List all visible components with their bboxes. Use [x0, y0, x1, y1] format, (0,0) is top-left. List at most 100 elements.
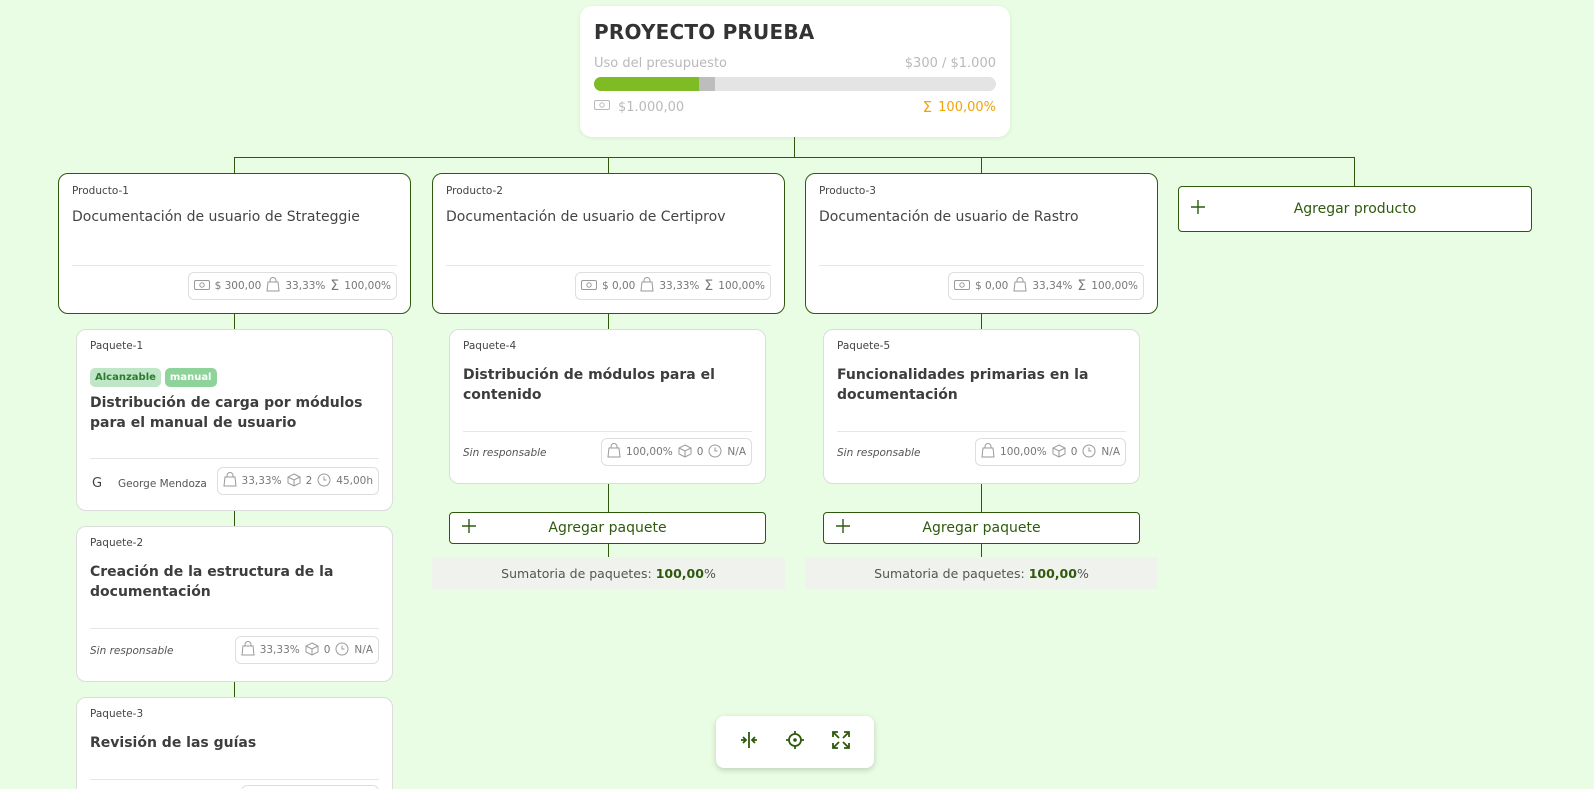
product-metrics: $ 0,00 33,34% Σ 100,00%: [947, 272, 1144, 300]
package-hours: N/A: [1101, 446, 1120, 458]
packages-sum-product-2: Sumatoria de paquetes: 100,00%: [432, 557, 785, 589]
project-sum-percent: 100,00%: [938, 99, 996, 115]
money-icon: [594, 99, 610, 115]
connector-pkg5: [981, 314, 982, 329]
responsible-label: Sin responsable: [837, 447, 921, 459]
weight-icon: [241, 641, 255, 659]
connector-pkg2: [234, 510, 235, 526]
product-amount: $ 0,00: [974, 280, 1009, 292]
package-code: Paquete-2: [90, 537, 144, 549]
weight-icon: [607, 443, 621, 461]
sum-value: 100,00: [1028, 565, 1077, 581]
package-count: 0: [323, 644, 331, 656]
clock-icon: [335, 642, 349, 659]
sum-label: Sumatoria de paquetes:: [501, 565, 652, 581]
sigma-icon: Σ: [1077, 278, 1087, 294]
connector-p3: [981, 157, 982, 173]
box-icon: [305, 641, 319, 659]
add-product-button[interactable]: Agregar producto: [1178, 186, 1532, 232]
add-package-button-product-2[interactable]: Agregar paquete: [449, 512, 766, 544]
divider: [446, 265, 771, 266]
package-count: 2: [305, 475, 313, 487]
package-metrics: 100,00% 0 N/A: [601, 438, 752, 466]
sum-unit: %: [1076, 565, 1089, 581]
package-count: 0: [1070, 446, 1078, 458]
box-icon: [287, 472, 301, 490]
package-card-2[interactable]: Paquete-2 Creación de la estructura de l…: [76, 526, 393, 682]
product-card-2[interactable]: Producto-2 Documentación de usuario de C…: [432, 173, 785, 314]
connector-pkg4-sum: [608, 544, 609, 558]
sigma-icon: Σ: [704, 278, 714, 294]
responsible-label: Sin responsable: [90, 645, 174, 657]
package-title: Creación de la estructura de la document…: [90, 564, 334, 600]
connector-p2: [608, 157, 609, 173]
money-icon: [193, 279, 210, 294]
sum-unit: %: [703, 565, 716, 581]
project-card[interactable]: PROYECTO PRUEBA Uso del presupuesto $300…: [580, 6, 1010, 137]
connector-pkg5-add: [981, 484, 982, 512]
responsible-label: Sin responsable: [463, 447, 547, 459]
fit-columns-icon: [740, 731, 758, 753]
product-amount: $ 0,00: [601, 280, 636, 292]
budget-label: Uso del presupuesto: [594, 56, 728, 71]
product-metrics: $ 300,00 33,33% Σ 100,00%: [187, 272, 397, 300]
locate-center-icon: [786, 731, 804, 753]
fullscreen-button[interactable]: [826, 727, 856, 757]
package-metrics: 33,33% 0 N/A: [234, 636, 379, 664]
connector-pkg1: [234, 314, 235, 329]
clock-icon: [317, 473, 331, 490]
divider: [819, 265, 1144, 266]
weight-icon: [981, 443, 995, 461]
add-package-label: Agregar paquete: [922, 520, 1041, 536]
product-sum: 100,00%: [718, 280, 765, 292]
connector-root: [794, 137, 795, 157]
package-weight: 100,00%: [1000, 446, 1047, 458]
package-metrics: 100,00% 0 N/A: [975, 438, 1126, 466]
product-title: Documentación de usuario de Rastro: [819, 209, 1079, 225]
divider: [837, 431, 1126, 432]
plus-icon: [462, 519, 476, 537]
package-weight: 33,33%: [259, 644, 300, 656]
product-card-3[interactable]: Producto-3 Documentación de usuario de R…: [805, 173, 1158, 314]
product-code: Producto-2: [446, 185, 503, 197]
sigma-icon: Σ: [330, 278, 340, 294]
fullscreen-icon: [832, 731, 850, 753]
project-amount: $1.000,00: [618, 99, 685, 115]
package-code: Paquete-3: [90, 708, 144, 720]
product-card-1[interactable]: Producto-1 Documentación de usuario de S…: [58, 173, 411, 314]
fit-columns-button[interactable]: [734, 727, 764, 757]
weight-icon: [266, 277, 280, 295]
package-card-3[interactable]: Paquete-3 Revisión de las guías: [76, 697, 393, 789]
budget-progress-extra: [698, 77, 715, 91]
product-metrics: $ 0,00 33,33% Σ 100,00%: [574, 272, 771, 300]
package-code: Paquete-5: [837, 340, 891, 352]
money-icon: [953, 279, 970, 294]
assignee: G George Mendoza: [90, 476, 207, 491]
package-hours: N/A: [354, 644, 373, 656]
packages-sum-product-3: Sumatoria de paquetes: 100,00%: [805, 557, 1158, 589]
connector-pkg4: [608, 314, 609, 329]
product-code: Producto-1: [72, 185, 129, 197]
plus-icon: [1191, 200, 1205, 218]
package-metrics: [241, 785, 379, 789]
connector-p1: [234, 157, 235, 173]
sum-label: Sumatoria de paquetes:: [874, 565, 1025, 581]
product-title: Documentación de usuario de Certiprov: [446, 209, 726, 225]
package-code: Paquete-4: [463, 340, 517, 352]
project-title: PROYECTO PRUEBA: [594, 20, 815, 44]
product-sum: 100,00%: [344, 280, 391, 292]
add-package-button-product-3[interactable]: Agregar paquete: [823, 512, 1140, 544]
divider: [463, 431, 752, 432]
package-card-5[interactable]: Paquete-5 Funcionalidades primarias en l…: [823, 329, 1140, 484]
divider: [90, 779, 379, 780]
budget-progress-bar: [594, 77, 996, 91]
money-icon: [580, 279, 597, 294]
center-view-button[interactable]: [780, 727, 810, 757]
sum-value: 100,00: [655, 565, 704, 581]
sigma-icon: Σ: [922, 98, 933, 116]
connector-add: [1354, 157, 1355, 186]
package-card-4[interactable]: Paquete-4 Distribución de módulos para e…: [449, 329, 766, 484]
tag-alcanzable: Alcanzable: [90, 368, 161, 387]
connector-products: [234, 157, 1355, 158]
